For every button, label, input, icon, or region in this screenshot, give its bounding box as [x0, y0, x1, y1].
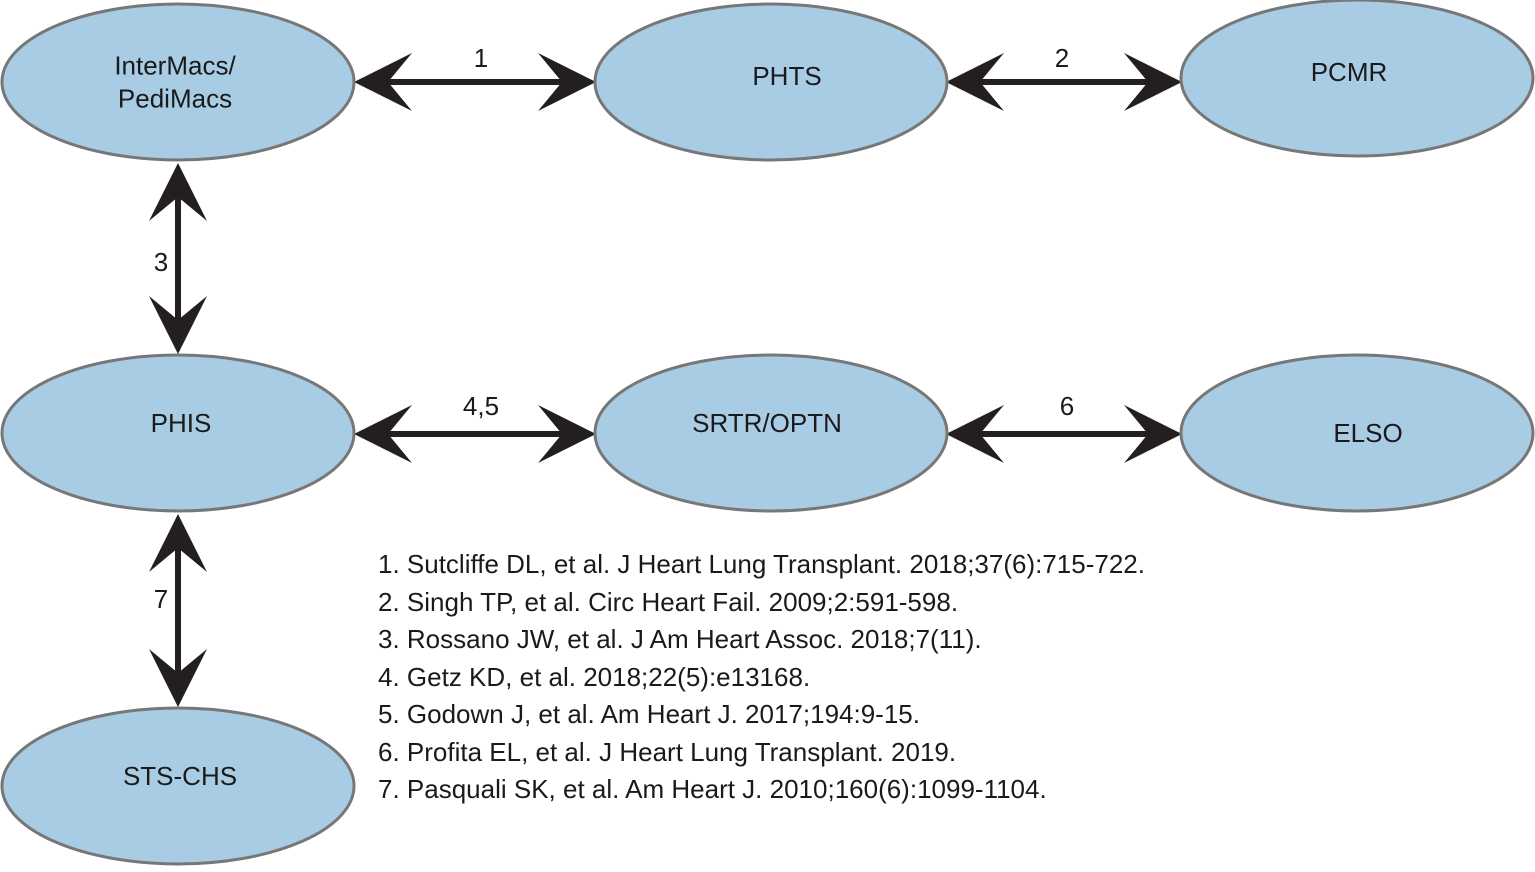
node-label: PHTS: [752, 61, 821, 91]
arrowhead: [149, 649, 207, 707]
arrowhead: [354, 53, 412, 111]
arrowhead: [149, 163, 207, 221]
arrowhead: [538, 53, 596, 111]
arrowhead: [149, 296, 207, 354]
node-phis: PHIS: [0, 353, 356, 513]
node-ellipse: [0, 706, 356, 866]
arrowhead: [1124, 405, 1182, 463]
node-label: SRTR/OPTN: [692, 408, 842, 438]
reference-item: 2. Singh TP, et al. Circ Heart Fail. 200…: [378, 586, 959, 617]
edge-label: 1: [474, 43, 488, 73]
reference-item: 6. Profita EL, et al. J Heart Lung Trans…: [378, 736, 957, 767]
arrowhead: [149, 514, 207, 572]
arrowhead: [354, 405, 412, 463]
node-label: ELSO: [1333, 418, 1402, 448]
edge-phis-srtr: 4,5: [354, 391, 596, 463]
edges-layer: 1 2 3 4,5 6 7: [149, 43, 1182, 707]
reference-item: 5. Godown J, et al. Am Heart J. 2017;194…: [378, 699, 920, 729]
edge-phis-stschs: 7: [149, 514, 207, 707]
node-ellipse: [593, 353, 949, 513]
node-ellipse: [0, 2, 356, 162]
edge-label: 2: [1055, 43, 1069, 73]
node-phts: PHTS: [593, 2, 949, 162]
node-ellipse: [1179, 0, 1535, 158]
reference-item: 7. Pasquali SK, et al. Am Heart J. 2010;…: [378, 774, 1047, 804]
arrowhead: [946, 405, 1004, 463]
node-stschs: STS-CHS: [0, 706, 356, 866]
edge-srtr-elso: 6: [946, 391, 1182, 463]
reference-list: 1. Sutcliffe DL, et al. J Heart Lung Tra…: [378, 546, 1145, 809]
arrowhead: [946, 53, 1004, 111]
edge-label: 6: [1060, 391, 1074, 421]
node-label: PHIS: [151, 408, 212, 438]
arrowhead: [1124, 53, 1182, 111]
node-intermacs: InterMacs/PediMacs: [0, 2, 356, 162]
edge-intermacs-phis: 3: [149, 163, 207, 354]
edge-label: 4,5: [463, 391, 499, 421]
node-ellipse: [0, 353, 356, 513]
node-elso: ELSO: [1179, 353, 1535, 513]
reference-item: 3. Rossano JW, et al. J Am Heart Assoc. …: [378, 624, 982, 654]
edge-intermacs-phts: 1: [354, 43, 596, 111]
node-label: InterMacs/: [114, 50, 236, 80]
node-label: PediMacs: [118, 83, 232, 113]
node-pcmr: PCMR: [1179, 0, 1535, 158]
edge-phts-pcmr: 2: [946, 43, 1182, 111]
node-label: STS-CHS: [123, 761, 237, 791]
node-ellipse: [1179, 353, 1535, 513]
edge-label: 3: [154, 247, 168, 277]
node-srtr: SRTR/OPTN: [593, 353, 949, 513]
reference-item: 1. Sutcliffe DL, et al. J Heart Lung Tra…: [378, 549, 1145, 579]
arrowhead: [538, 405, 596, 463]
edge-label: 7: [154, 584, 168, 614]
node-label: PCMR: [1311, 57, 1388, 87]
reference-item: 4. Getz KD, et al. 2018;22(5):e13168.: [378, 661, 811, 692]
node-ellipse: [593, 2, 949, 162]
